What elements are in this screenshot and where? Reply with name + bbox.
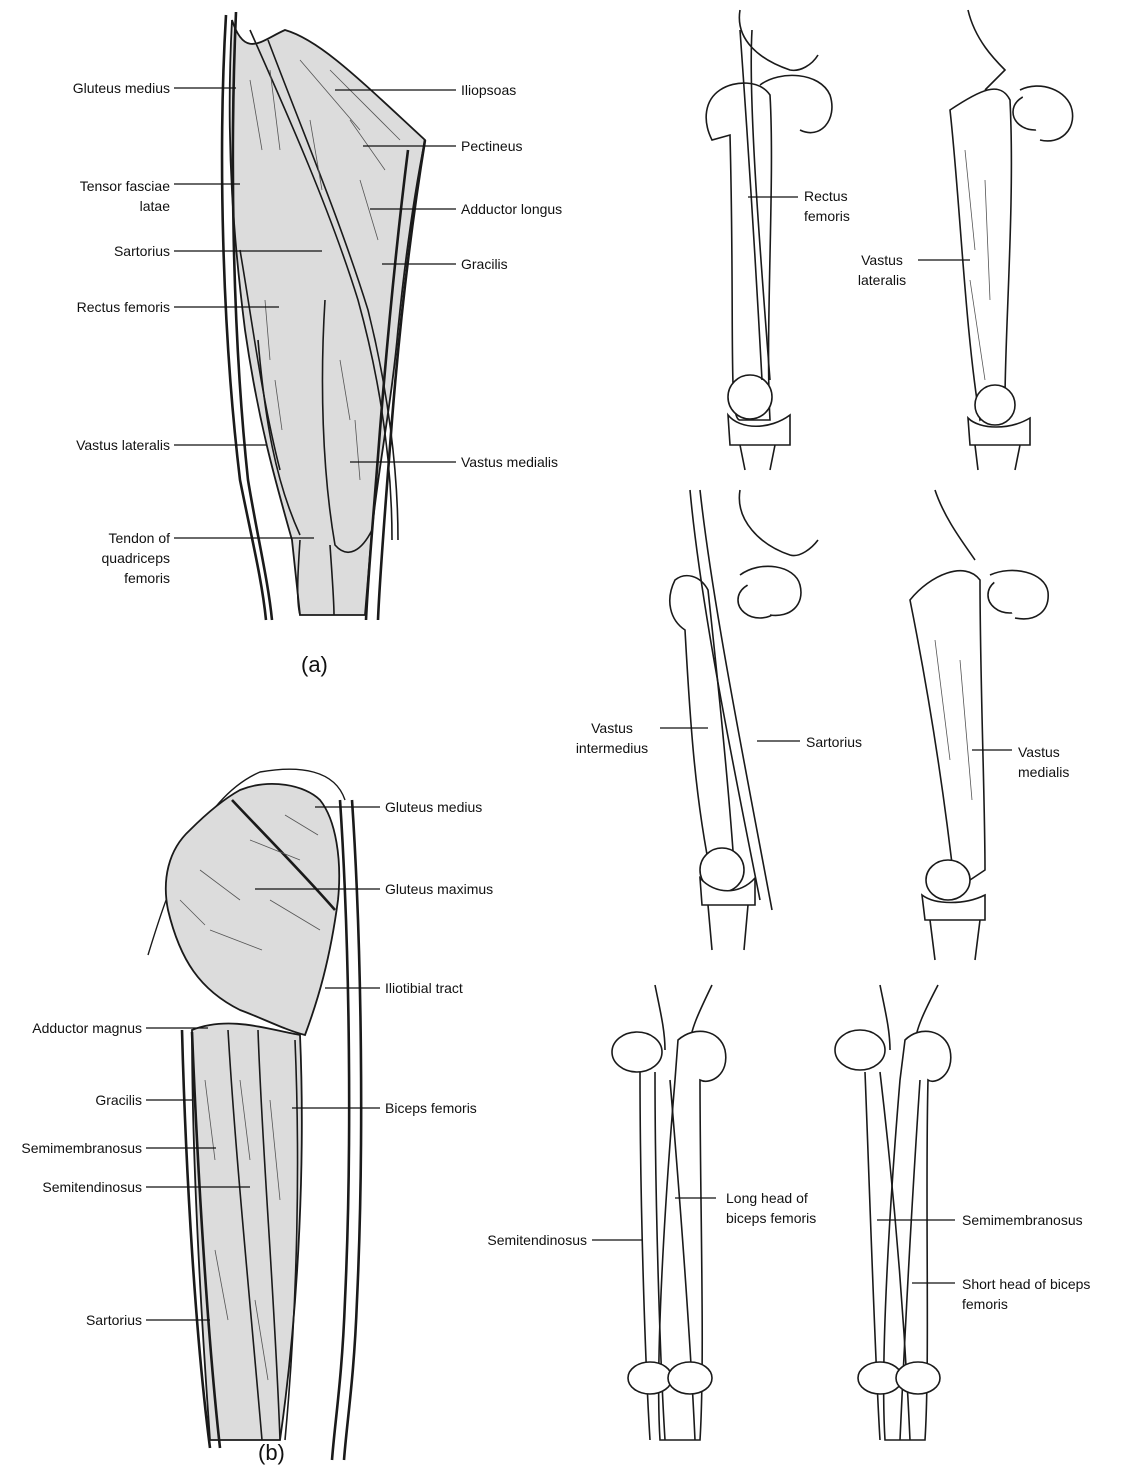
label-small-long-head-biceps: Long head of biceps femoris [726, 1188, 816, 1228]
label-small-semitendinosus: Semitendinosus [487, 1230, 587, 1250]
label-a-pectineus: Pectineus [461, 136, 522, 156]
label-a-rectus-femoris: Rectus femoris [77, 297, 170, 317]
label-b-gracilis: Gracilis [95, 1090, 142, 1110]
small-figure-semimembranosus-short-head [835, 985, 955, 1440]
label-small-short-head-biceps: Short head of biceps femoris [962, 1274, 1090, 1314]
label-a-iliopsoas: Iliopsoas [461, 80, 516, 100]
label-b-biceps-femoris: Biceps femoris [385, 1098, 477, 1118]
label-small-vastus-lateralis: Vastus lateralis [850, 250, 914, 290]
caption-a: (a) [301, 652, 328, 678]
label-small-vastus-medialis: Vastus medialis [1018, 742, 1069, 782]
label-b-adductor-magnus: Adductor magnus [32, 1018, 142, 1038]
label-b-gluteus-medius: Gluteus medius [385, 797, 482, 817]
label-a-gracilis: Gracilis [461, 254, 508, 274]
label-b-sartorius: Sartorius [86, 1310, 142, 1330]
small-figure-vastus-lateralis [918, 10, 1073, 470]
small-figure-vastus-medialis [910, 490, 1048, 960]
label-a-tensor-fasciae-latae: Tensor fasciae latae [80, 176, 170, 216]
label-a-sartorius: Sartorius [114, 241, 170, 261]
label-b-iliotibial-tract: Iliotibial tract [385, 978, 463, 998]
label-a-vastus-lateralis: Vastus lateralis [76, 435, 170, 455]
label-a-tendon-quadriceps: Tendon of quadriceps femoris [102, 528, 171, 588]
small-figure-semitendinosus-long-head [592, 985, 726, 1440]
label-a-gluteus-medius: Gluteus medius [73, 78, 170, 98]
caption-b: (b) [258, 1440, 285, 1466]
label-small-sartorius: Sartorius [806, 732, 862, 752]
label-small-rectus-femoris: Rectus femoris [804, 186, 850, 226]
label-small-semimembranosus: Semimembranosus [962, 1210, 1083, 1230]
panel-b-thigh-drawing [148, 769, 361, 1460]
label-a-vastus-medialis: Vastus medialis [461, 452, 558, 472]
small-figure-vastus-intermedius-sartorius [660, 490, 818, 950]
label-b-semimembranosus: Semimembranosus [21, 1138, 142, 1158]
label-b-semitendinosus: Semitendinosus [42, 1177, 142, 1197]
small-figure-rectus-femoris [706, 10, 832, 470]
panel-a-thigh-drawing [222, 12, 425, 620]
label-b-gluteus-maximus: Gluteus maximus [385, 879, 493, 899]
label-a-adductor-longus: Adductor longus [461, 199, 562, 219]
label-small-vastus-intermedius: Vastus intermedius [566, 718, 658, 758]
